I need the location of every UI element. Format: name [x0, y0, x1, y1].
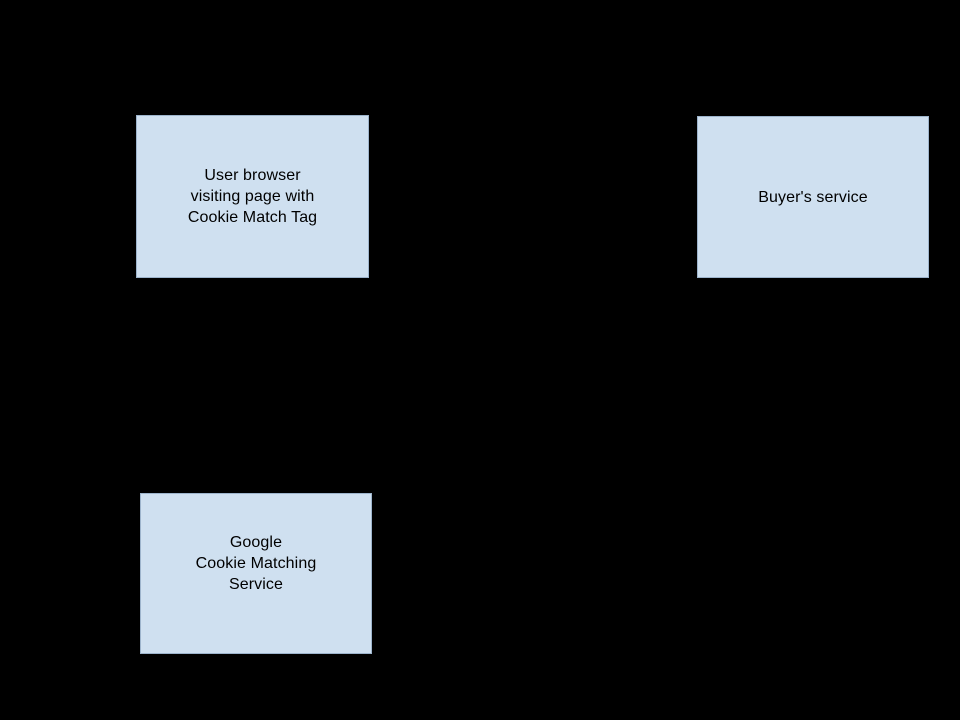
node-buyer-service[interactable]: Buyer's service — [697, 116, 929, 278]
node-google-cookie-matching-label: Google Cookie Matching Service — [195, 534, 317, 593]
node-user-browser[interactable]: User browser visiting page with Cookie M… — [136, 115, 369, 278]
node-buyer-service-label: Buyer's service — [758, 188, 868, 206]
node-google-cookie-matching[interactable]: Google Cookie Matching Service — [140, 493, 372, 654]
node-user-browser-label: User browser visiting page with Cookie M… — [187, 167, 318, 226]
